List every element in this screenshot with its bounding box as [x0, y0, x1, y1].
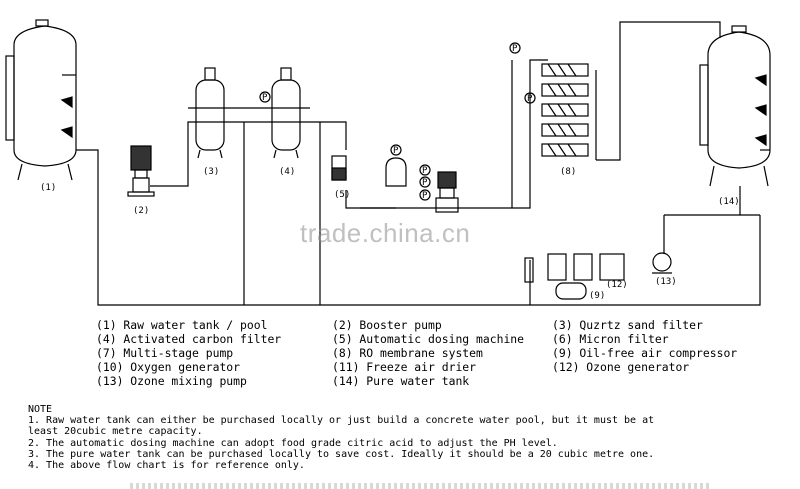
quartz-sand-filter: [195, 67, 225, 159]
legend-item: (1) Raw water tank / pool: [96, 318, 268, 332]
watermark: trade.china.cn: [300, 218, 471, 248]
label-8: (8): [560, 167, 576, 177]
legend-item: (7) Multi-stage pump: [96, 346, 234, 360]
legend-item: (6) Micron filter: [552, 332, 669, 346]
legend: (1) Raw water tank / pool (2) Booster pu…: [0, 318, 800, 393]
piping: [76, 21, 770, 306]
gauge-label: P: [262, 93, 268, 103]
label-9: (9): [589, 291, 605, 301]
legend-item: (4) Activated carbon filter: [96, 332, 282, 346]
label-14: (14): [718, 197, 740, 207]
note-line: 4. The above flow chart is for reference…: [28, 460, 305, 472]
gauge-label: P: [527, 94, 533, 104]
legend-item: (14) Pure water tank: [332, 374, 470, 388]
legend-item: (9) Oil-free air compressor: [552, 346, 738, 360]
raw-water-tank: [5, 19, 77, 181]
multi-stage-pump: [435, 171, 459, 213]
pressure-gauge-icon: [259, 42, 536, 201]
note-section: NOTE 1. Raw water tank can either be pur…: [28, 404, 793, 471]
ro-membrane-system: [541, 63, 589, 157]
pure-water-tank: [699, 25, 771, 187]
legend-item: (13) Ozone mixing pump: [96, 374, 247, 388]
gauge-label: P: [393, 146, 399, 156]
legend-item: (3) Quzrtz sand filter: [552, 318, 703, 332]
activated-carbon-filter: [271, 67, 301, 159]
air-compressor: [555, 282, 587, 300]
micron-filter: [385, 157, 407, 187]
label-13: (13): [655, 277, 677, 287]
note-line: least 20cubic metre capacity.: [28, 426, 203, 438]
cutoff-text-row: [130, 483, 710, 489]
ozone-mixing-pump: [652, 252, 672, 274]
legend-item: (11) Freeze air drier: [332, 360, 477, 374]
flow-diagram: P P P P P P P (1) (2) (3) (4) (5) (8) (9…: [5, 19, 771, 306]
legend-item: (8) RO membrane system: [332, 346, 483, 360]
note-line: 2. The automatic dosing machine can adop…: [28, 437, 558, 449]
label-3: (3): [203, 167, 219, 177]
label-1: (1): [40, 183, 56, 193]
legend-item: (12) Ozone generator: [552, 360, 690, 374]
legend-item: (10) Oxygen generator: [96, 360, 241, 374]
label-12: (12): [606, 280, 628, 290]
note-line: 3. The pure water tank can be purchased …: [28, 448, 655, 460]
note-line: 1. Raw water tank can either be purchase…: [28, 415, 655, 427]
label-4: (4): [279, 167, 295, 177]
note-title: NOTE: [28, 404, 53, 415]
label-5: (5): [334, 190, 350, 200]
dosing-machine: [331, 155, 347, 181]
legend-item: (2) Booster pump: [332, 318, 442, 332]
gauge-label: P: [422, 178, 428, 188]
gauge-label: P: [422, 191, 428, 201]
oxygen-freeze-ozone-units: [524, 253, 625, 283]
gauge-label: P: [512, 44, 518, 54]
legend-item: (5) Automatic dosing machine: [332, 332, 525, 346]
gauge-label: P: [422, 166, 428, 176]
label-2: (2): [133, 206, 149, 216]
booster-pump: [127, 145, 155, 197]
